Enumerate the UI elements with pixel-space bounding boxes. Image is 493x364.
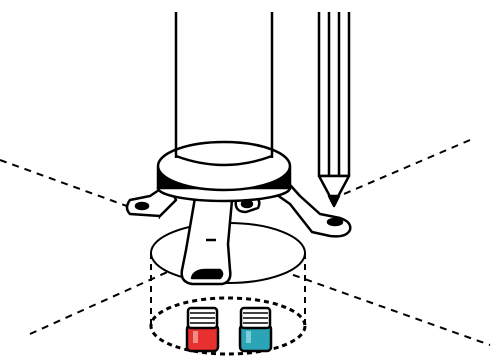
pencil-tip	[317, 174, 351, 206]
mounting-collar	[156, 140, 292, 203]
guide-line-upper-left	[0, 159, 161, 219]
guide-line-upper-right	[329, 139, 471, 201]
column-body	[174, 12, 274, 160]
sample-zone-bottom-ellipse	[149, 296, 307, 356]
pencil	[317, 12, 351, 208]
vial-left	[185, 306, 220, 353]
vertical-column	[174, 12, 274, 160]
pencil-body	[317, 12, 351, 178]
vial-right	[238, 306, 273, 353]
tripod-leg-front	[180, 190, 234, 286]
